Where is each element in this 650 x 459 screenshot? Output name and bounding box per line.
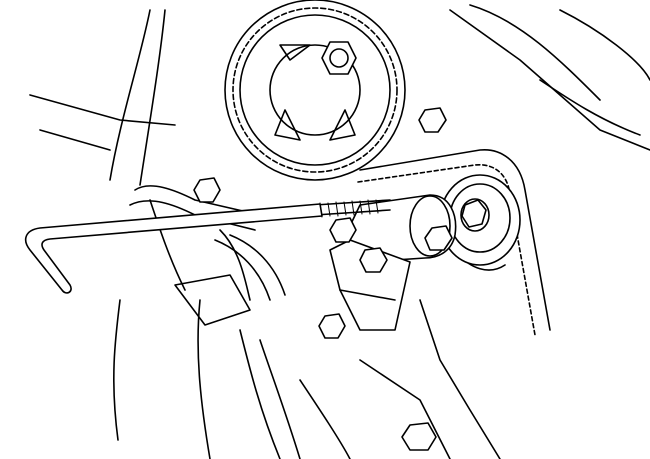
tensioner-pulley bbox=[439, 174, 521, 266]
engine-block-outline bbox=[29, 4, 650, 459]
tensioner-body bbox=[329, 194, 457, 331]
pulley-bolt bbox=[321, 41, 357, 75]
hose bbox=[129, 185, 286, 301]
camshaft-pulley bbox=[224, 0, 406, 181]
hex-wrench bbox=[24, 203, 323, 294]
tensioner-bolt bbox=[193, 107, 453, 451]
